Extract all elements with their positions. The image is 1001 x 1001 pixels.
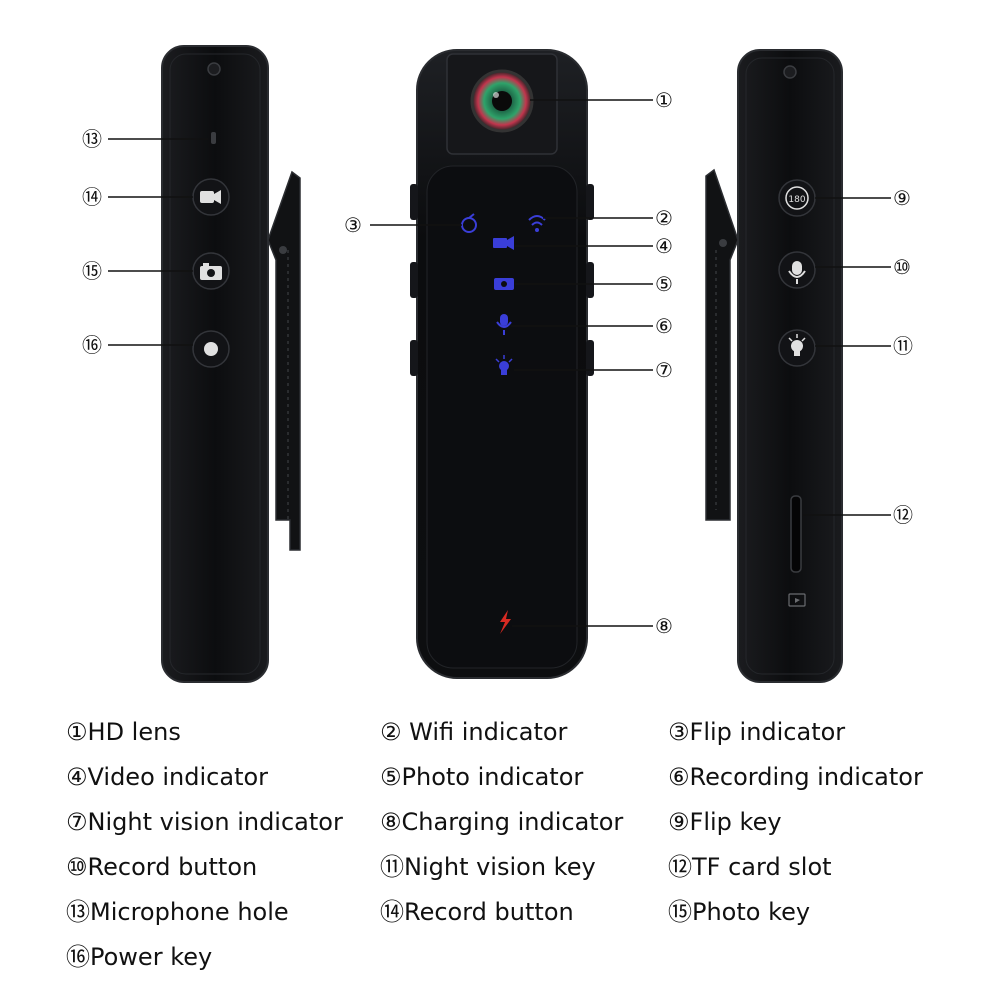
callout-16: ⑯ [82, 333, 102, 357]
callout-13: ⑬ [82, 127, 102, 151]
legend-item: ⑩Record button [66, 853, 258, 881]
microphone-icon [792, 261, 802, 275]
right-device-body [737, 49, 843, 683]
callout-9: ⑨ [893, 186, 911, 210]
video-camera-icon [200, 191, 214, 203]
bulb-icon [791, 340, 803, 352]
screw-icon [207, 62, 221, 76]
legend-item: ⑮Photo key [668, 898, 811, 926]
legend-item: ⑯Power key [66, 943, 213, 971]
legend-item: ⑪Night vision key [380, 853, 596, 881]
legend-item: ⑫TF card slot [668, 853, 832, 881]
right-clip [705, 168, 739, 521]
right-side-view: 180 [705, 49, 843, 683]
callout-1: ① [655, 88, 673, 112]
screw-icon [783, 65, 797, 79]
flip-key[interactable]: 180 [778, 179, 816, 217]
legend-item: ④Video indicator [66, 763, 269, 791]
legend-item: ⑦Night vision indicator [66, 808, 343, 836]
night-vision-indicator-icon [495, 355, 513, 375]
callout-15: ⑮ [82, 259, 102, 283]
tf-card-slot [790, 495, 802, 573]
legend-item: ⑧Charging indicator [380, 808, 624, 836]
wifi-indicator-icon [528, 215, 546, 232]
flip-key-label: 180 [788, 195, 805, 205]
left-side-view [161, 45, 301, 683]
legend-item: ③Flip indicator [668, 718, 846, 746]
tf-card-icon [788, 593, 806, 607]
callout-4: ④ [655, 234, 673, 258]
callout-5: ⑤ [655, 272, 673, 296]
night-vision-key[interactable] [778, 329, 816, 367]
front-view [410, 49, 594, 679]
record-button[interactable] [192, 178, 230, 216]
legend-item: ⑨Flip key [668, 808, 782, 836]
video-indicator-icon [493, 236, 514, 250]
power-key[interactable] [192, 330, 230, 368]
callout-8: ⑧ [655, 614, 673, 638]
legend-item: ①HD lens [66, 718, 181, 746]
legend-item: ② Wifi indicator [380, 718, 568, 746]
power-dot-icon [204, 342, 218, 356]
callout-lines [108, 99, 891, 627]
callout-3: ③ [344, 213, 362, 237]
microphone-hole [211, 132, 216, 144]
charging-indicator-icon [500, 610, 511, 634]
callout-12: ⑫ [893, 503, 913, 527]
callout-10: ⑩ [893, 255, 911, 279]
callout-7: ⑦ [655, 358, 673, 382]
legend-item: ⑬Microphone hole [66, 898, 289, 926]
legend: ①HD lens ② Wifi indicator ③Flip indicato… [0, 708, 1001, 998]
photo-indicator-icon [494, 278, 514, 290]
legend-item: ⑥Recording indicator [668, 763, 923, 791]
photo-key[interactable] [192, 252, 230, 290]
callout-6: ⑥ [655, 314, 673, 338]
left-clip [267, 170, 301, 551]
callout-2: ② [655, 206, 673, 230]
callout-11: ⑪ [893, 334, 913, 358]
device-diagram: 180 [82, 45, 913, 683]
callout-14: ⑭ [82, 185, 102, 209]
record-button-right[interactable] [778, 251, 816, 289]
legend-item: ⑭Record button [380, 898, 574, 926]
legend-item: ⑤Photo indicator [380, 763, 584, 791]
recording-indicator-icon [496, 314, 512, 335]
callout-numbers: ① ② ③ ④ ⑤ ⑥ ⑦ ⑧ ⑨ ⑩ ⑪ ⑫ ⑬ ⑭ ⑮ ⑯ [82, 88, 913, 638]
